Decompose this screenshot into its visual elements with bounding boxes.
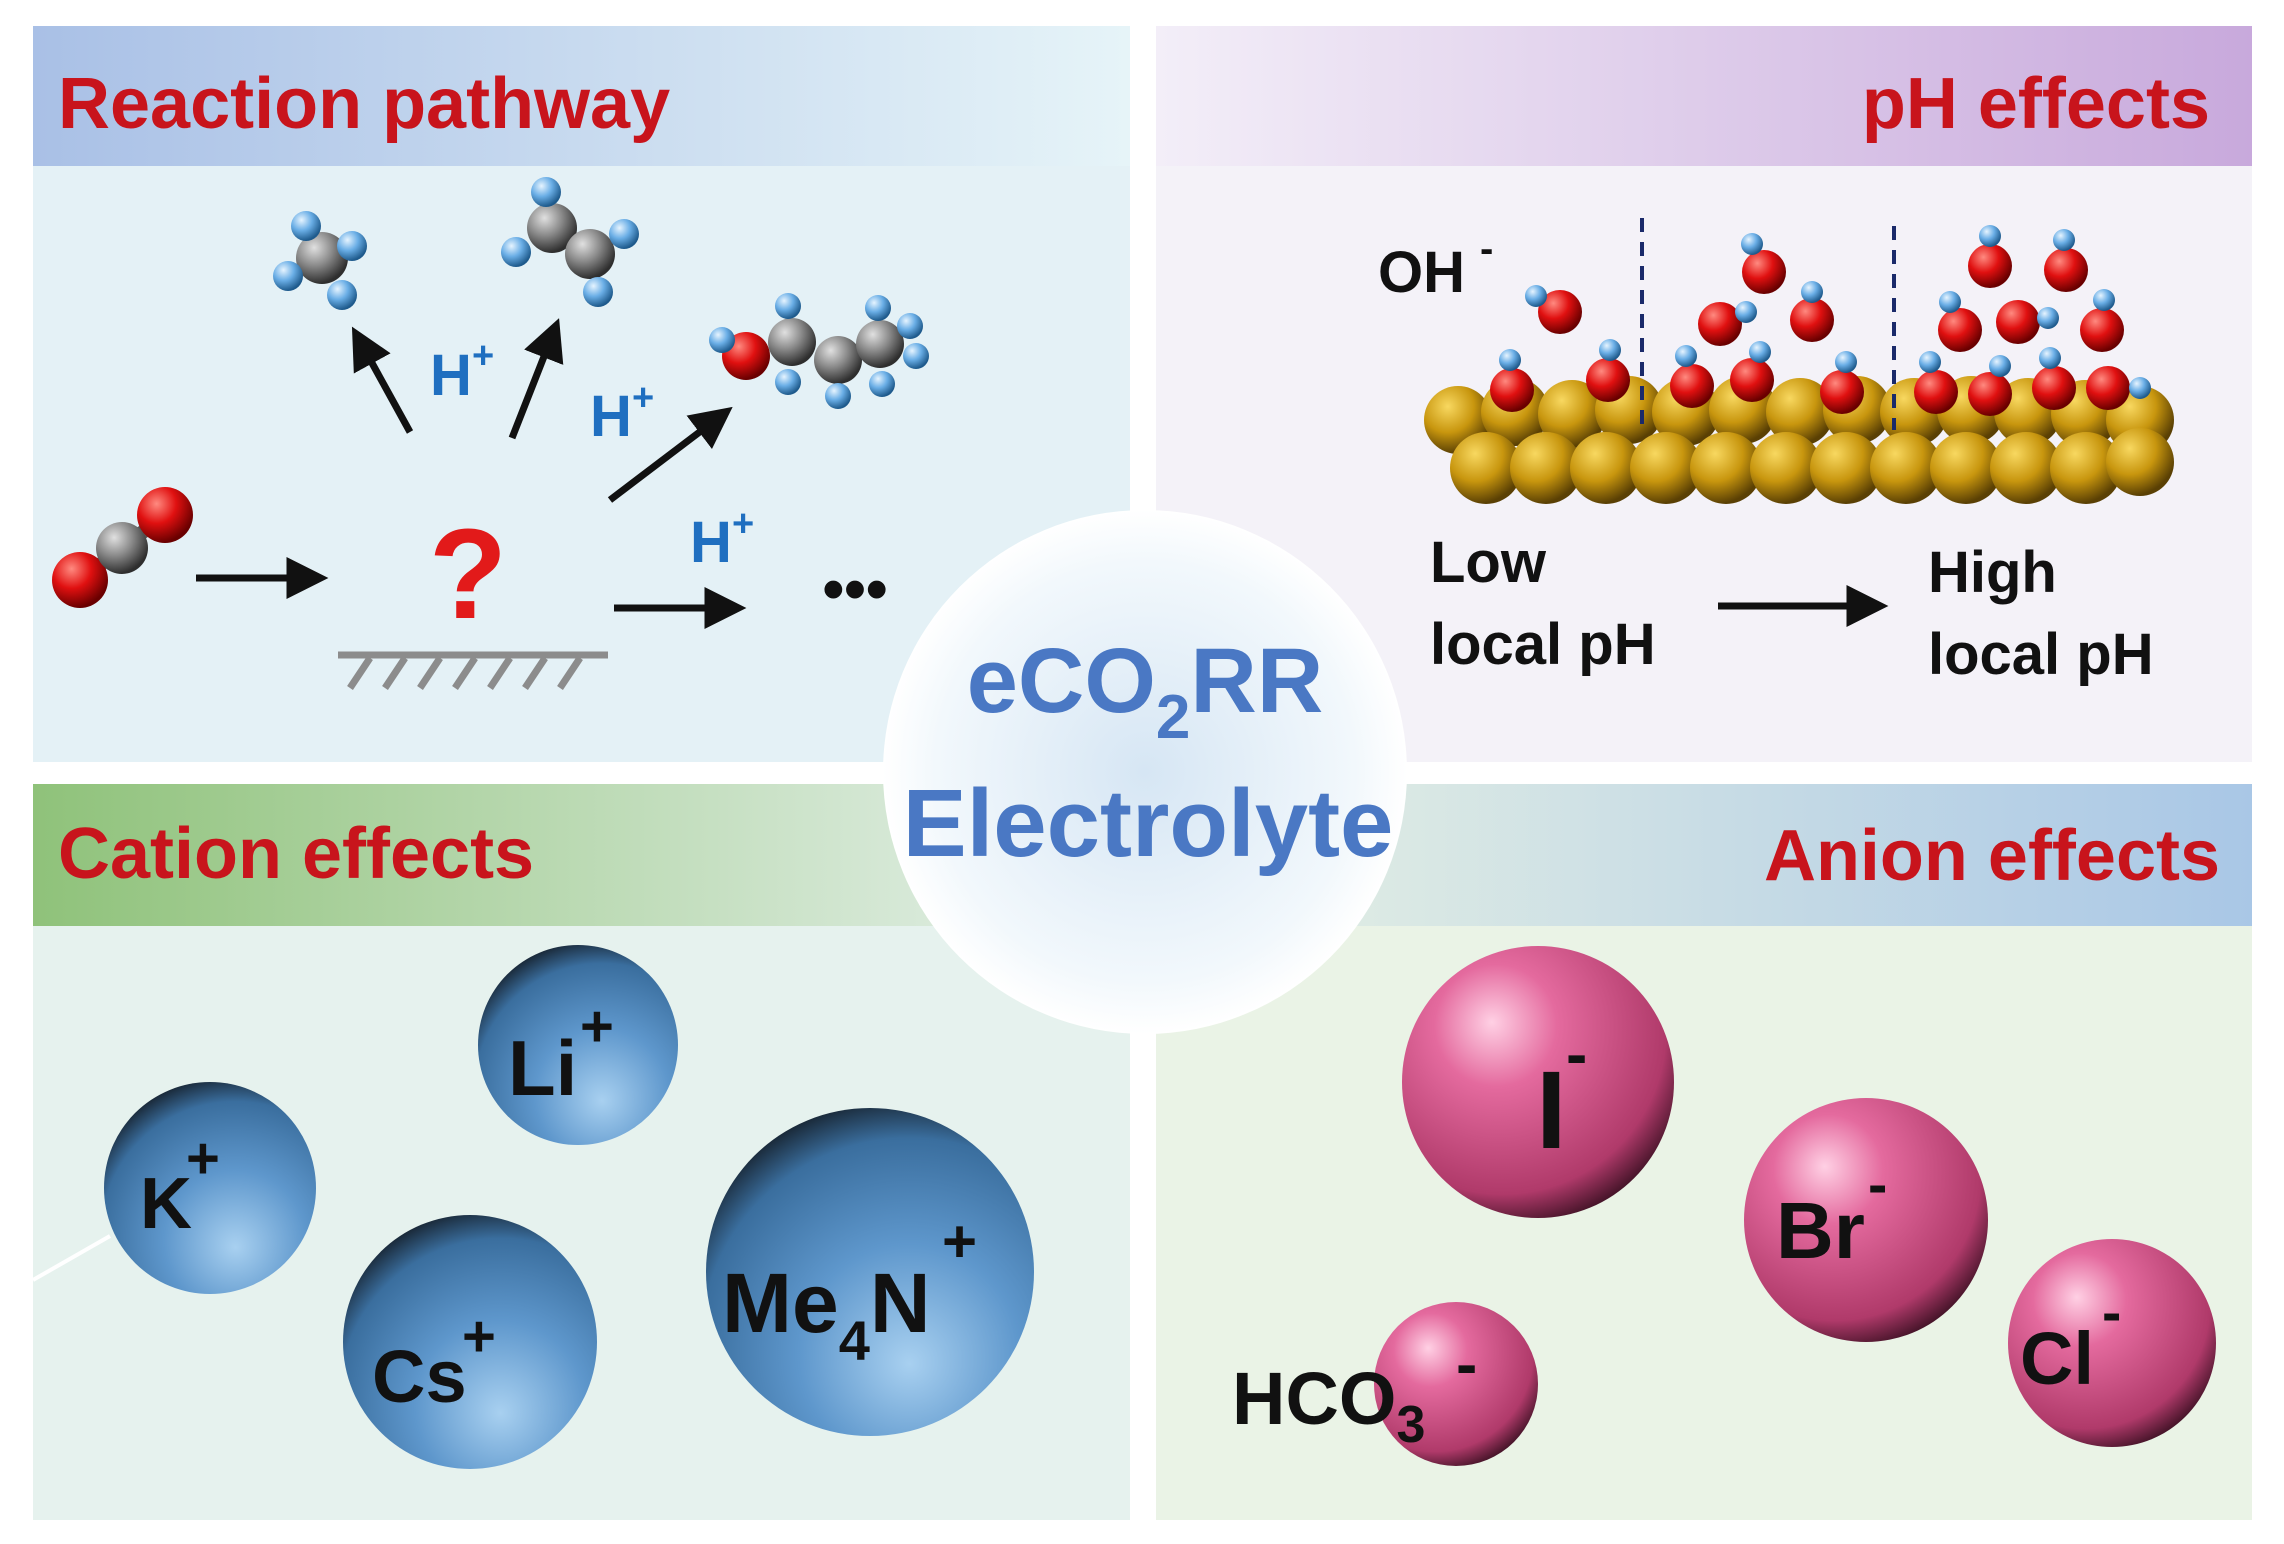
bromide-anion: Br -	[1744, 1098, 1988, 1342]
h-plus-label-2: H +	[590, 377, 654, 449]
center-title-electrolyte: Electrolyte	[903, 770, 1394, 877]
alcohol-molecule	[709, 293, 929, 409]
arrow-to-ch4	[351, 326, 414, 434]
svg-text:+: +	[462, 1304, 496, 1369]
svg-text:HCO3: HCO3	[1232, 1357, 1425, 1454]
h-plus-label-1: H +	[430, 335, 494, 408]
svg-text:Cl: Cl	[2020, 1317, 2094, 1400]
ph-effects-title: pH effects	[1862, 64, 2210, 144]
catalyst-surface	[338, 651, 608, 690]
svg-text:Li: Li	[508, 1024, 577, 1112]
svg-text:I: I	[1536, 1049, 1567, 1172]
co2-molecule	[52, 487, 193, 608]
svg-text:Br: Br	[1776, 1186, 1865, 1275]
region-dividers	[1640, 218, 1896, 430]
bicarbonate-anion: HCO3 -	[1232, 1302, 1538, 1466]
cation-effects-title: Cation effects	[58, 814, 534, 894]
svg-text:+: +	[942, 1208, 977, 1275]
svg-text:+: +	[632, 377, 654, 419]
anion-effects-title: Anion effects	[1764, 816, 2220, 896]
iodide-anion: I -	[1402, 946, 1674, 1218]
center-circle: eCO2RR Electrolyte	[883, 510, 1407, 1034]
svg-text:local pH: local pH	[1430, 612, 1656, 677]
svg-text:K: K	[140, 1164, 192, 1244]
svg-text:H: H	[590, 384, 632, 449]
svg-text:Cs: Cs	[372, 1335, 467, 1418]
ellipsis: •••	[822, 555, 887, 624]
reaction-pathway-title: Reaction pathway	[58, 64, 670, 144]
svg-text:Low: Low	[1430, 530, 1547, 595]
high-local-ph-label: High local pH	[1928, 540, 2154, 687]
decorative-line	[32, 1234, 111, 1282]
svg-text:-: -	[2102, 1280, 2121, 1345]
cs-cation: Cs +	[343, 1215, 597, 1469]
svg-text:OH: OH	[1378, 240, 1465, 305]
h-plus-label-3: H +	[690, 503, 754, 575]
arrow-to-alcohol	[607, 406, 733, 503]
svg-text:-: -	[1480, 227, 1493, 271]
ch4-molecule	[273, 211, 367, 310]
me4n-cation: Me4N +	[706, 1108, 1034, 1436]
free-hydroxide	[1525, 285, 1582, 334]
svg-text:+: +	[186, 1126, 220, 1191]
arrow-to-c2h4	[508, 318, 564, 440]
li-cation: Li +	[478, 945, 678, 1145]
svg-text:+: +	[580, 994, 614, 1059]
solution-hydroxides	[1698, 225, 2124, 352]
svg-text:Me4N: Me4N	[722, 1256, 931, 1372]
center-title-eco2rr: eCO2RR	[967, 630, 1324, 752]
low-local-ph-label: Low local pH	[1430, 530, 1656, 677]
svg-text:local pH: local pH	[1928, 622, 2154, 687]
chloride-anion: Cl -	[2008, 1239, 2216, 1447]
svg-text:-: -	[1868, 1152, 1887, 1217]
svg-text:+: +	[732, 503, 754, 545]
svg-text:H: H	[690, 510, 732, 575]
svg-text:-: -	[1566, 1018, 1587, 1090]
svg-text:H: H	[430, 343, 472, 408]
intermediate-question-mark: ?	[429, 503, 507, 646]
k-cation: K +	[104, 1082, 316, 1294]
svg-text:+: +	[472, 335, 494, 377]
oh-minus-label: OH -	[1378, 227, 1493, 305]
panel-reaction-pathway	[33, 26, 1130, 762]
svg-text:-: -	[1456, 1328, 1477, 1400]
svg-text:High: High	[1928, 540, 2057, 605]
adsorbed-hydroxides	[1490, 339, 2151, 416]
c2h4-molecule	[501, 177, 639, 307]
